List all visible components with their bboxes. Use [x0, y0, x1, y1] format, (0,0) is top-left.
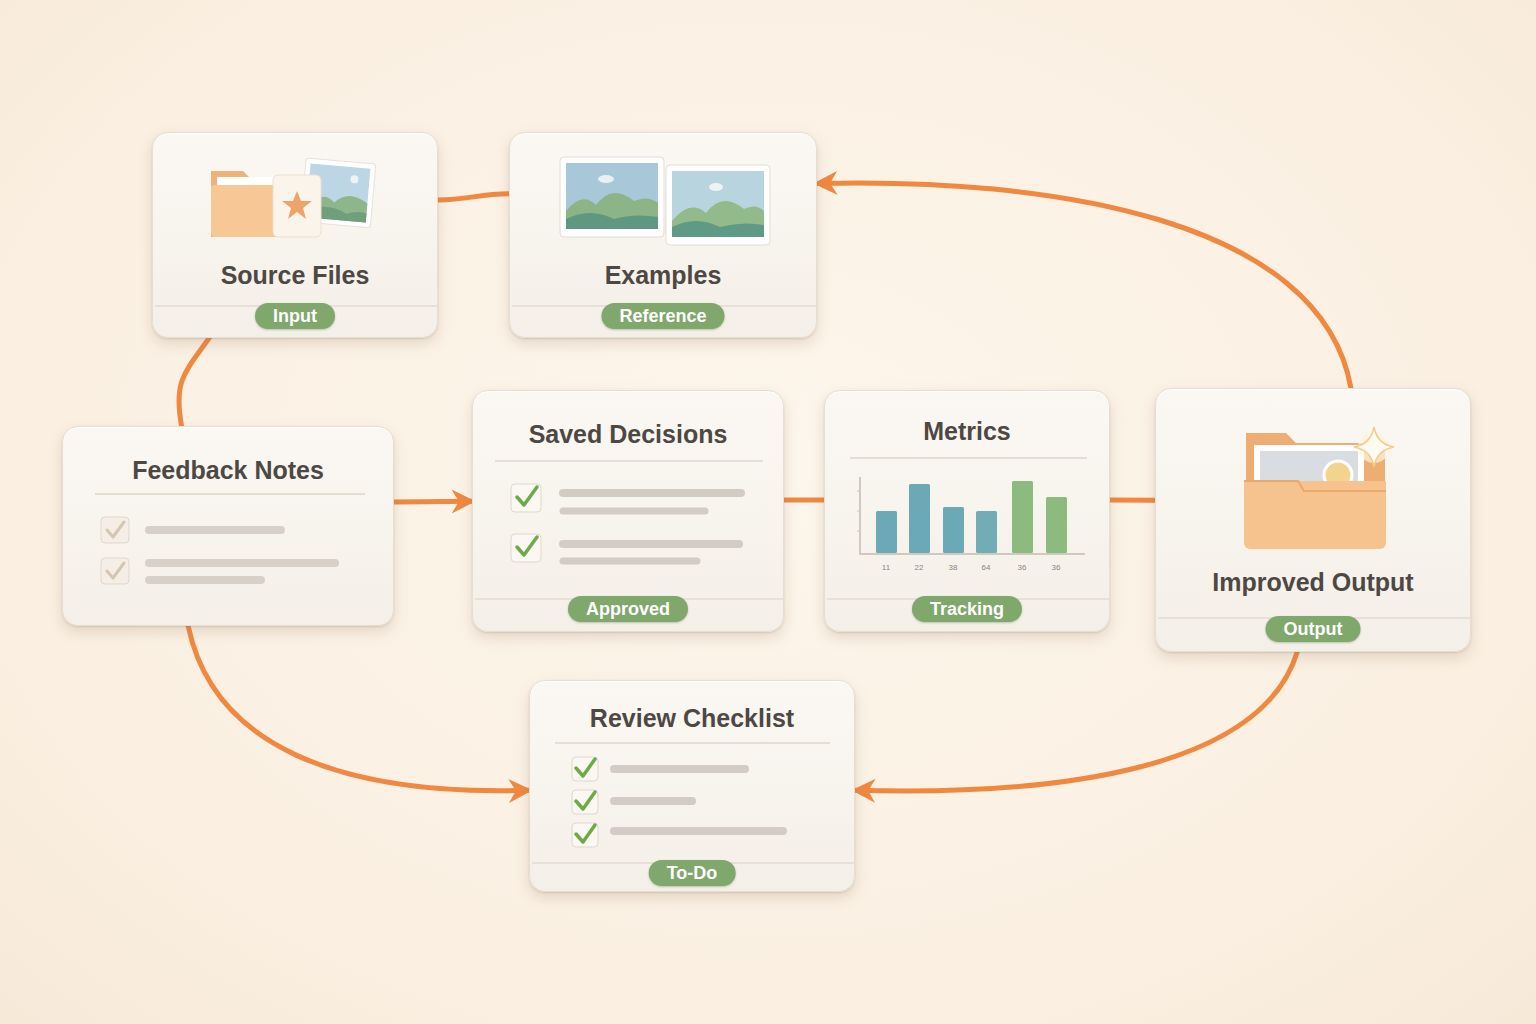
- flow-connector: [394, 499, 472, 505]
- flow-connector: [179, 338, 209, 426]
- status-badge: To-Do: [649, 860, 736, 886]
- flow-connector: [188, 626, 529, 791]
- process-box: Saved DecisionsApproved: [472, 390, 784, 632]
- process-box: Review ChecklistTo-Do: [529, 680, 855, 892]
- axis-label: 64: [982, 563, 991, 573]
- box-title: Examples: [510, 260, 816, 290]
- status-badge: Input: [255, 303, 335, 329]
- process-box: ExamplesReference: [509, 132, 817, 338]
- axis-label: 22: [915, 563, 924, 573]
- flow-connector: [1110, 498, 1155, 503]
- box-title: Improved Output: [1156, 567, 1470, 597]
- status-badge: Reference: [601, 303, 724, 329]
- box-title: Review Checklist: [530, 703, 854, 733]
- status-badge: Tracking: [912, 596, 1022, 622]
- process-box: Improved OutputOutput: [1155, 388, 1471, 652]
- flow-connector: [784, 498, 824, 503]
- box-title: Source Files: [153, 260, 437, 290]
- box-title: Saved Decisions: [473, 419, 783, 449]
- box-title: Metrics: [825, 416, 1109, 446]
- process-box: Source FilesInput: [152, 132, 438, 338]
- status-badge: Approved: [568, 596, 688, 622]
- output-folder: [1156, 389, 1472, 653]
- flow-connector: [817, 183, 1351, 388]
- axis-label: 11: [882, 563, 890, 573]
- flow-connector: [855, 652, 1297, 791]
- axis-label: 36: [1052, 563, 1061, 573]
- box-title: Feedback Notes: [63, 455, 393, 485]
- flow-connector: [438, 194, 509, 200]
- status-badge: Output: [1266, 616, 1361, 642]
- process-box: Feedback Notes: [62, 426, 394, 626]
- axis-label: 38: [949, 563, 958, 573]
- axis-label: 36: [1018, 563, 1027, 573]
- process-box: MetricsTracking 11 22 38 64 36 36: [824, 390, 1110, 632]
